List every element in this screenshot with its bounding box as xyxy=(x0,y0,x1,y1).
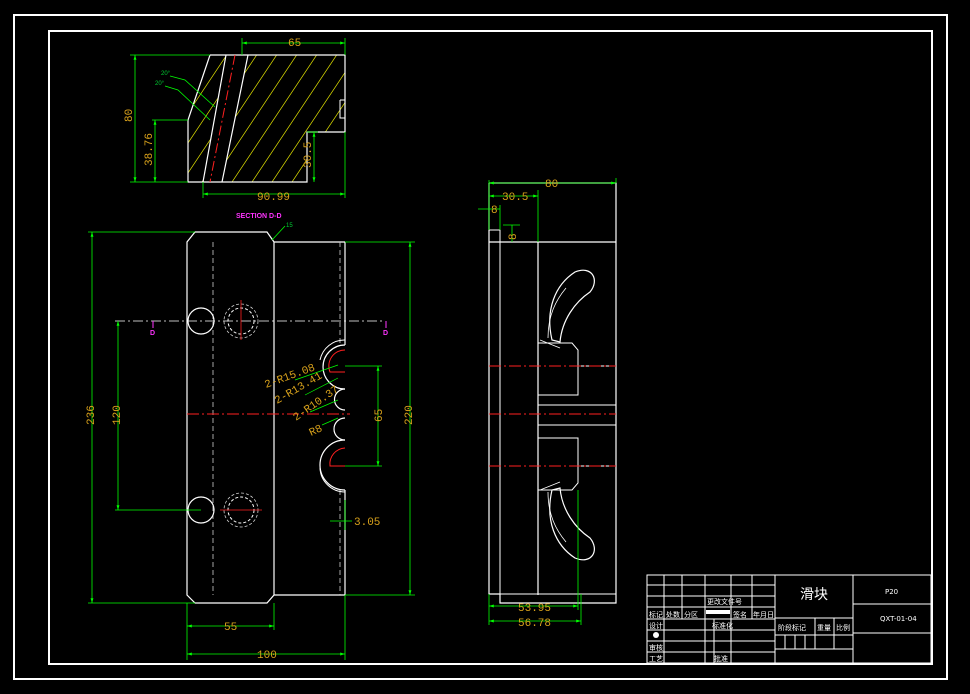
tb-label-review: 审核 xyxy=(649,643,663,652)
tb-label-date: 年月日 xyxy=(753,610,774,619)
tb-label-count: 处数 xyxy=(666,610,680,619)
dim-side-53-95: 53.95 xyxy=(518,603,551,615)
tb-label-stage: 阶段标记 xyxy=(778,623,806,632)
dim-front-120: 120 xyxy=(112,405,124,425)
dim-side-8: 8 xyxy=(491,205,498,217)
tb-label-sign: 签名 xyxy=(733,610,747,619)
part-name: 滑块 xyxy=(800,586,828,603)
tb-label-change: 更改文件号 xyxy=(707,597,742,606)
side-view: 80 30.5 8 8 53.95 56.78 xyxy=(478,178,617,630)
dim-front-65: 65 xyxy=(374,409,386,422)
dim-side-56-78: 56.78 xyxy=(518,618,551,630)
tb-label-zone: 分区 xyxy=(684,610,698,619)
tb-label-scale: 比例 xyxy=(836,623,850,632)
tb-label-process: 工艺 xyxy=(649,655,663,663)
tb-label-weight: 重量 xyxy=(817,624,831,632)
section-mark-right: D xyxy=(383,330,388,337)
angle-note-1: 20° xyxy=(161,71,171,77)
material: P20 xyxy=(885,588,898,596)
title-block-filled-cell xyxy=(706,610,730,614)
title-block-dot xyxy=(653,632,659,638)
dim-front-3-05: 3.05 xyxy=(354,517,380,529)
dim-top-65: 65 xyxy=(288,38,301,50)
dim-top-80: 80 xyxy=(124,109,136,122)
drawing-number: QXT-01-04 xyxy=(880,615,917,623)
dim-side-80: 80 xyxy=(545,179,558,191)
tb-label-design: 设计 xyxy=(649,621,663,630)
dim-front-220: 220 xyxy=(404,405,416,425)
dim-top-38-76: 38.76 xyxy=(144,133,156,166)
dim-radius-8: R8 xyxy=(308,423,325,439)
inner-border xyxy=(48,30,933,665)
dim-front-100: 100 xyxy=(257,650,277,662)
front-view: 236 120 220 65 2-R15.08 2-R13.41 2-R10.3… xyxy=(86,223,416,662)
dim-side-8-vertical: 8 xyxy=(508,233,520,240)
section-mark-left: D xyxy=(150,330,155,337)
dim-top-90-99: 90.99 xyxy=(257,192,290,204)
tb-label-mark: 标记 xyxy=(649,610,663,619)
dim-side-30-5: 30.5 xyxy=(502,192,528,204)
chamfer-note: 15 xyxy=(286,223,293,229)
tb-label-standard: 标准化 xyxy=(712,621,733,630)
section-label: SECTION D-D xyxy=(236,213,282,220)
top-section-view: 65 80 38.76 30.5 90.99 20° 20° xyxy=(124,38,346,204)
tb-label-approve: 批准 xyxy=(714,654,728,663)
dim-front-55: 55 xyxy=(224,622,237,634)
outer-border xyxy=(13,14,948,680)
dim-front-236: 236 xyxy=(86,405,98,425)
angle-note-2: 20° xyxy=(155,81,165,87)
title-block xyxy=(646,574,932,664)
dim-top-30-5: 30.5 xyxy=(303,142,315,168)
